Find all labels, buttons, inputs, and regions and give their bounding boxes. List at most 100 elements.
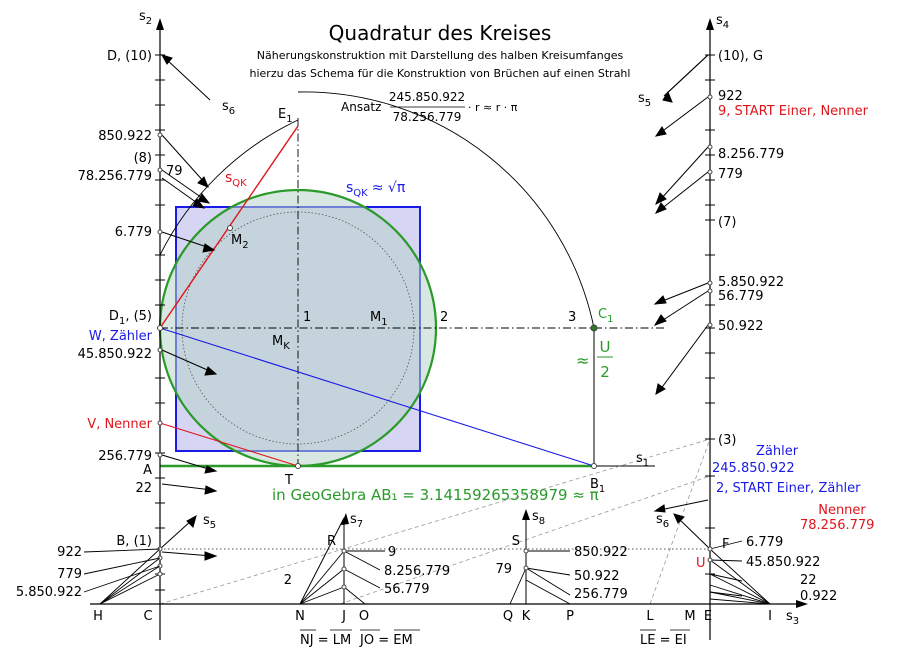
label-245850922: 245.850.922 [712,461,795,476]
label-78256779-right: 78.256.779 [800,518,874,533]
fan-i [709,540,771,605]
label-22-left: 22 [135,481,152,496]
s4-arrowhead [706,18,714,30]
label-p: P [566,609,574,624]
label-h: H [93,609,103,624]
diagram-subtitle-2: hierzu das Schema für die Konstruktion v… [250,67,631,80]
label-50922-right: 50.922 [718,319,764,334]
left-label-leaders [83,548,161,593]
label-j: J [341,609,346,624]
label-q: Q [503,609,513,624]
label-m1: M1 [370,310,388,328]
points [157,94,713,590]
half-circumference-arc [297,91,595,329]
label-922-right: 922 [718,89,743,104]
label-3-paren: (3) [718,433,736,448]
label-22-right: 22 [800,573,817,588]
dashed-c-3 [159,438,711,605]
d1-b1-blue-line [159,327,595,467]
u-over-2-den: 2 [600,363,610,381]
label-k: K [522,609,531,624]
label-mk: MK [272,334,290,352]
s4-label: s4 [716,13,729,31]
label-6779-left: 6.779 [115,225,152,240]
label-c1: C1 [598,307,613,325]
label-zaehler-right: Zähler [756,444,799,459]
label-g10: (10), G [718,49,763,64]
label-8256779-bottom: 8.256.779 [384,564,450,579]
label-u: U [696,556,706,571]
u-over-2-approx: ≈ [576,351,589,370]
label-d1: D1, (5) [109,309,152,327]
label-45850922-right: 45.850.922 [746,555,820,570]
v-t-red-line [159,422,299,467]
s4-ticks [705,54,715,575]
s8-arrowhead [522,509,530,520]
label-50922-bottom: 50.922 [574,569,620,584]
label-2: 2 [440,310,448,325]
fan-n [299,550,385,605]
label-c: C [143,609,152,624]
fan-k [509,550,571,605]
label-f: F [722,537,729,552]
s7-label: s7 [350,512,363,530]
label-e1: E1 [278,107,293,125]
label-256779-left: 256.779 [98,449,152,464]
s7-arrowhead [341,513,349,525]
label-b1: B, (1) [116,534,152,549]
label-9-bottom: 9 [388,545,396,560]
label-922-left: 922 [57,545,82,560]
label-56779-bottom: 56.779 [384,582,430,597]
equation-nj-lm: NJ = LM [300,633,351,648]
ansatz-suffix: · r ≈ r · π [468,101,518,114]
arrow-marks [159,54,711,561]
label-a: A [143,463,152,478]
label-78256779-left: 78.256.779 [78,169,152,184]
label-nenner-right: Nenner [818,503,866,518]
label-s: S [512,534,520,549]
ansatz-numerator: 245.850.922 [389,90,465,104]
label-2-bottom: 2 [284,573,292,588]
label-r: R [327,534,336,549]
s2-ticks [155,54,165,591]
label-779-left: 779 [57,567,82,582]
s3-label: s3 [786,609,799,627]
s6-label-left: s6 [222,99,235,117]
label-5850922-left: 5.850.922 [16,585,82,600]
label-i: I [768,609,772,624]
label-779-right: 779 [718,167,743,182]
u-over-2-num: U [600,338,611,356]
label-v-nenner: V, Nenner [87,417,152,432]
label-8: (8) [134,151,152,166]
equation-le-ei: LE = EI [640,633,687,648]
s5-label-right: s5 [638,91,651,109]
s8-label: s8 [532,509,545,527]
s1-label: s1 [636,451,649,469]
sqk-label-red: sQK [225,170,247,189]
s2-label: s2 [139,9,152,27]
sqk-label-blue: sQK≈ √π [346,180,406,199]
label-w-zaehler: W, Zähler [89,329,153,344]
equation-jo-em: JO = EM [359,633,413,648]
label-t: T [284,473,293,488]
label-0922-right: 0.922 [800,589,837,604]
label-m2: M2 [231,233,249,251]
label-79-left: 79 [166,164,183,179]
label-o: O [359,609,369,624]
label-7: (7) [718,215,736,230]
label-5850922-right: 5.850.922 [718,275,784,290]
diagram-title: Quadratur des Kreises [329,21,552,45]
label-1: 1 [303,310,311,325]
fan-h [99,548,161,605]
s5-label-left: s5 [203,513,216,531]
label-3: 3 [568,310,576,325]
label-b1-point: B1 [590,477,605,495]
ansatz-denominator: 78.256.779 [393,110,462,124]
label-56779-right: 56.779 [718,289,764,304]
label-79-bottom: 79 [495,562,512,577]
geogebra-result: in GeoGebra AB₁ = 3.14159265358979 ≈ π [272,486,599,504]
label-8256779-right: 8.256.779 [718,147,784,162]
label-start-zaehler: 2, START Einer, Zähler [716,481,861,496]
label-m: M [684,609,695,624]
